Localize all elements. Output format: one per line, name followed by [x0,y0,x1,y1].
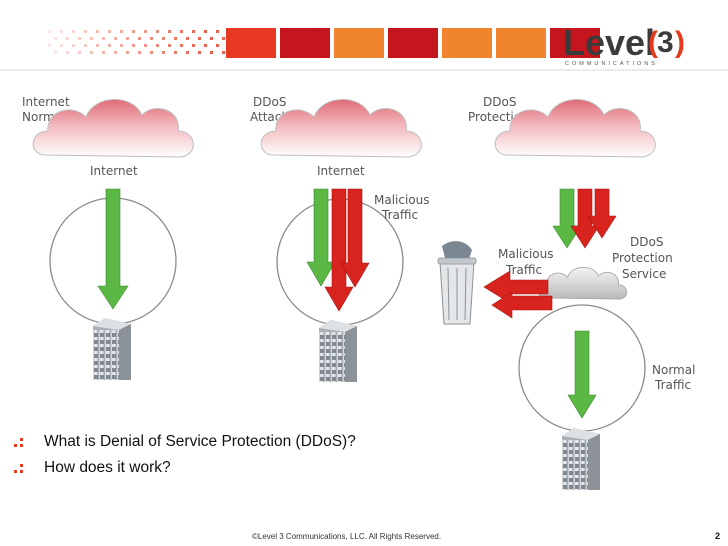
panel3-service-line2: Protection [612,251,673,265]
bullet-item: What is Denial of Service Protection (DD… [14,433,356,451]
logo-paren-close: ) [675,26,685,59]
logo-number: 3 [657,26,674,59]
panel2-title-line1: DDoS [253,95,286,109]
panel2-cloud-label: Internet [317,164,365,178]
panel1-cloud-label: Internet [90,164,138,178]
header-color-bar [226,28,600,58]
panel3-service-line3: Service [622,267,666,281]
panel1-normal-traffic-arrow [97,188,129,310]
header-color-segment [496,28,546,58]
header-color-segment [280,28,330,58]
logo-paren-open: ( [648,26,658,59]
panel-ddos-attack: DDoS Attack Internet Malicious Traffic [250,95,430,382]
panel2-normal-traffic-arrow [306,188,336,287]
logo-tagline: COMMUNICATIONS [565,61,658,67]
panel2-malicious-arrow-2 [340,188,370,288]
panel3-inbound-malicious-arrow-2 [587,188,617,239]
panel3-internet-cloud [494,98,656,158]
panel3-malicious-line1: Malicious [498,247,554,261]
panel2-server-building [319,320,357,382]
panel1-server-building [93,318,131,380]
trash-can-icon [437,241,477,325]
header-color-segment [388,28,438,58]
page-number: 2 [714,531,720,541]
bullet-marker-icon [14,435,32,449]
panel3-inbound-normal-arrow [552,188,582,249]
panel2-malicious-line1: Malicious [374,193,430,207]
header-color-segment [442,28,492,58]
panel3-title-line1: DDoS [483,95,516,109]
panel3-normal-line1: Normal [652,363,695,377]
panel3-server-building [562,428,600,490]
bullet-text: What is Denial of Service Protection (DD… [44,433,356,450]
bullet-marker-icon [14,461,32,475]
header-color-segment [226,28,276,58]
logo-text: Level [563,22,655,63]
panel3-clean-traffic-arrow [567,330,597,419]
level3-logo: Level ( 3 ) COMMUNICATIONS [563,22,685,67]
copyright-footer: ©Level 3 Communications, LLC. All Rights… [252,532,442,541]
header-dot-strip [48,30,225,54]
panel3-malicious-line2: Traffic [505,263,542,277]
panel-ddos-protection: DDoS Protection Malicious Traffic DDoS P… [437,95,695,490]
bullet-item: How does it work? [14,459,171,477]
header-color-segment [334,28,384,58]
diverted-malicious-arrow-2 [491,291,553,319]
panel2-malicious-line2: Traffic [381,208,418,222]
diverted-malicious-arrow-1 [483,270,549,304]
bullet-text: How does it work? [44,459,171,476]
panel3-normal-line2: Traffic [654,378,691,392]
panel-internet-normal: Internet Normal Internet [22,95,194,380]
panel2-malicious-arrow-1 [324,188,354,312]
ddos-protection-service-cloud [538,266,628,300]
panel3-service-line1: DDoS [630,235,663,249]
panel1-title-line1: Internet [22,95,70,109]
panel3-inbound-malicious-arrow-1 [570,188,600,249]
header-color-segment [550,28,600,58]
